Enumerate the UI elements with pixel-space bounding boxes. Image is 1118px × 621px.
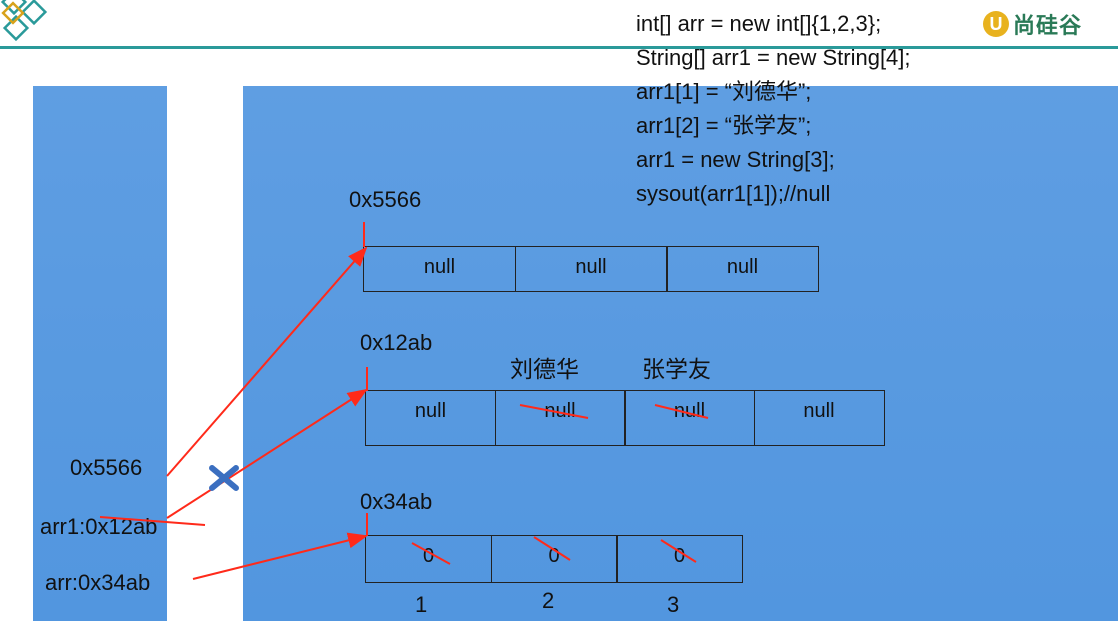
value-strike bbox=[654, 404, 709, 419]
stack-panel bbox=[33, 86, 167, 621]
code-line: arr1[2] = “张学友”; bbox=[636, 113, 812, 138]
code-line: int[] arr = new int[]{1,2,3}; bbox=[636, 11, 882, 36]
value-strike bbox=[660, 539, 697, 563]
array-cell: null bbox=[514, 246, 668, 292]
pointer-arrow bbox=[192, 532, 368, 580]
brand-mark-icon: U bbox=[983, 11, 1009, 37]
array-cell: 0 bbox=[365, 535, 492, 583]
array-cell: null bbox=[363, 246, 516, 292]
value-strike bbox=[519, 404, 589, 419]
array-b-address: 0x12ab bbox=[360, 330, 433, 355]
value-strike bbox=[411, 542, 451, 565]
stack-ref-arr: arr:0x34ab bbox=[45, 570, 151, 595]
new-value-label: 1 bbox=[415, 592, 428, 617]
array-cell: 0 bbox=[616, 535, 743, 583]
new-value-label: 刘德华 bbox=[510, 356, 579, 382]
stack-ref-0x5566: 0x5566 bbox=[70, 455, 143, 480]
array-a: null null null bbox=[363, 246, 819, 292]
array-cell: 0 bbox=[490, 535, 618, 583]
heap-panel bbox=[243, 86, 1118, 621]
code-line: String[] arr1 = new String[4]; bbox=[636, 45, 911, 70]
value-strike bbox=[533, 536, 571, 561]
new-value-label: 3 bbox=[667, 592, 680, 617]
array-c-address: 0x34ab bbox=[360, 489, 433, 514]
code-line: sysout(arr1[1]);//null bbox=[636, 181, 831, 206]
pointer-arrow bbox=[166, 246, 368, 477]
array-cell: null bbox=[365, 390, 496, 446]
code-line: arr1 = new String[3]; bbox=[636, 147, 835, 172]
new-value-label: 2 bbox=[542, 588, 555, 613]
logo-diamonds-icon bbox=[0, 0, 48, 42]
ref-strike bbox=[99, 516, 206, 526]
array-a-address: 0x5566 bbox=[349, 187, 422, 212]
array-cell: null bbox=[624, 390, 755, 446]
header-rule bbox=[0, 46, 1118, 49]
code-listing: int[] arr = new int[]{1,2,3}; String[] a… bbox=[636, 7, 911, 211]
new-value-label: 张学友 bbox=[642, 356, 711, 382]
array-b: null null null null bbox=[365, 390, 885, 446]
array-cell: null bbox=[666, 246, 819, 292]
stack-ref-arr1: arr1:0x12ab bbox=[40, 514, 158, 539]
brand-logo: U 尚硅谷 bbox=[983, 8, 1082, 40]
pointer-arrow bbox=[166, 388, 368, 519]
code-line: arr1[1] = “刘德华”; bbox=[636, 79, 812, 104]
array-cell: null bbox=[494, 390, 626, 446]
array-c: 0 0 0 bbox=[365, 535, 743, 583]
brand-name: 尚硅谷 bbox=[1013, 13, 1083, 38]
cross-mark-icon bbox=[209, 465, 239, 491]
array-cell: null bbox=[753, 390, 885, 446]
